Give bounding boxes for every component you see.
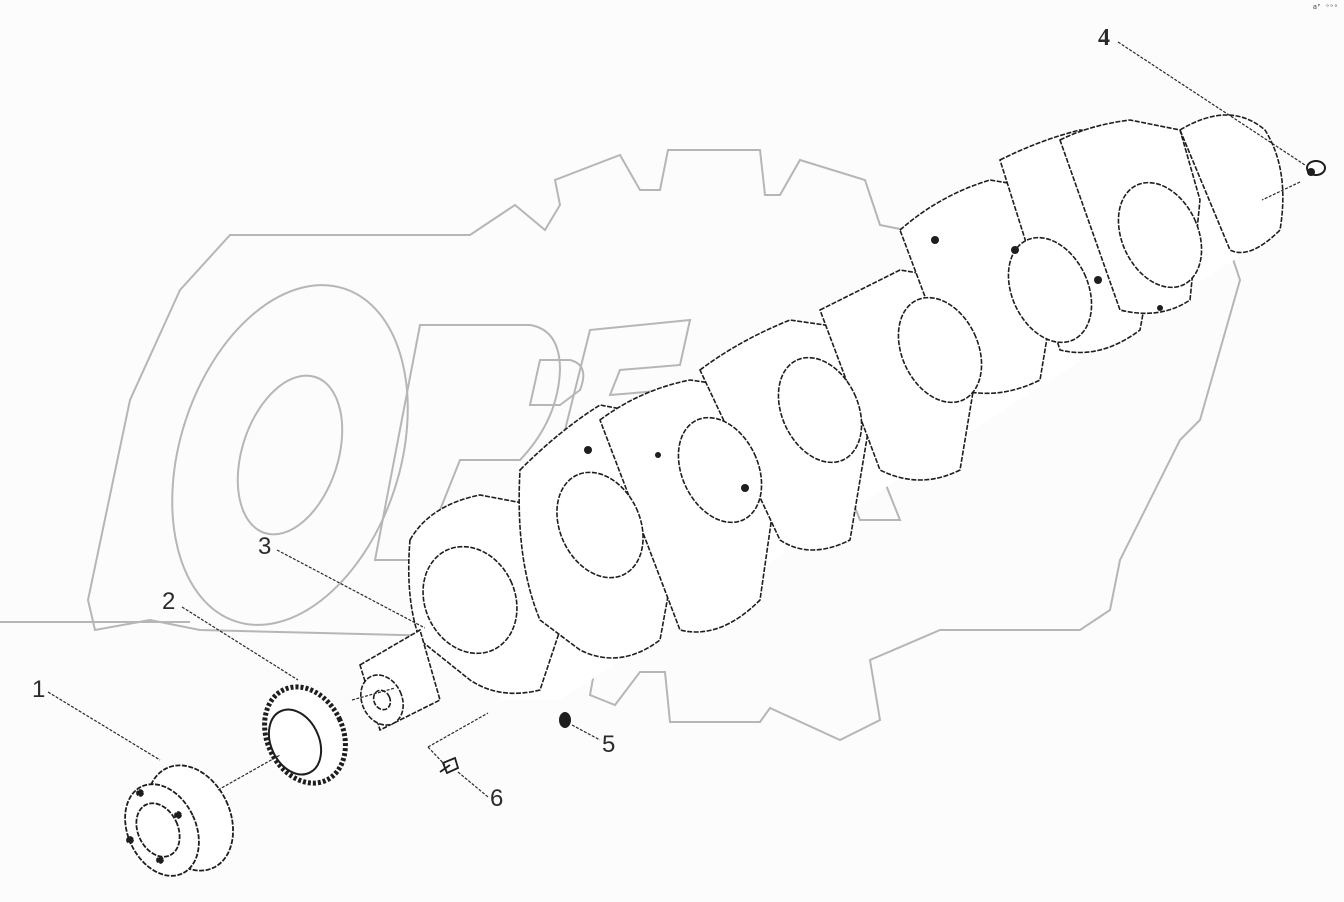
- callout-4: 4: [1098, 25, 1110, 51]
- callout-3: 3: [258, 533, 272, 560]
- plug-part-4: [1306, 160, 1326, 176]
- callout-6: 6: [490, 785, 504, 812]
- callout-1: 1: [32, 676, 46, 703]
- callout-2: 2: [162, 588, 176, 615]
- pulley-hub-part-1: [124, 764, 234, 877]
- corner-mark: aᴾ ᵒᵒᵒ: [1312, 3, 1338, 11]
- plug-part-5: [559, 712, 571, 728]
- pin-part-6: [439, 756, 460, 775]
- crankshaft-part-3: [359, 114, 1290, 732]
- callout-5: 5: [602, 731, 616, 758]
- leader-lines: [47, 41, 1306, 798]
- crankshaft-gear-part-2: [262, 684, 348, 786]
